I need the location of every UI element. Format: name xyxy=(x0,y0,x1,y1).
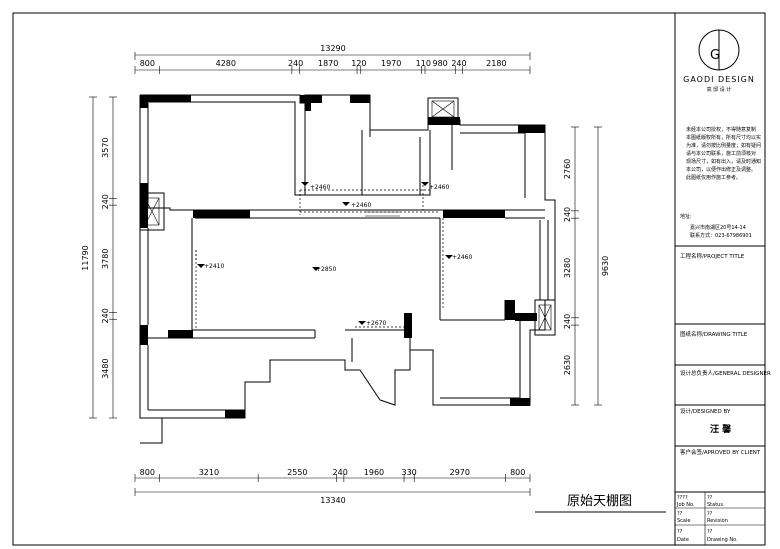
right-segment-dim: 3280 xyxy=(563,258,572,278)
right-dimensions: 2760 240 3280 240 2630 9630 xyxy=(563,126,610,406)
sheet-border xyxy=(12,12,766,546)
svg-text:Revision: Revision xyxy=(707,518,728,524)
left-total-dim: 11790 xyxy=(81,245,90,270)
left-segment-dim: 240 xyxy=(101,194,110,209)
drawing-title: 原始天棚图 xyxy=(567,494,632,509)
level-marker: +2410 xyxy=(197,263,224,270)
svg-text:??: ?? xyxy=(677,529,683,535)
left-segment-dim: 3480 xyxy=(101,358,110,378)
top-segment-dim: 1970 xyxy=(381,59,401,68)
top-segment-dim: 240 xyxy=(288,59,303,68)
address-label: 地址: xyxy=(680,213,692,220)
svg-text:为准，请勿按比例量度；如有疑问: 为准，请勿按比例量度；如有疑问 xyxy=(686,142,761,149)
footer-grid: ???? ?? Job No. Status. ?? ?? Scale Revi… xyxy=(676,495,738,543)
svg-text:此图纸仅用作施工参考。: 此图纸仅用作施工参考。 xyxy=(686,174,741,181)
title-block: G GAODI DESIGN 高 邸 设 计 未经本公司授权，不得随意复制 本图… xyxy=(674,13,771,545)
svg-text:本图纸版权所有，所有尺寸均以实: 本图纸版权所有，所有尺寸均以实 xyxy=(686,134,761,141)
left-segment-dim: 240 xyxy=(101,308,110,323)
svg-text:Status.: Status. xyxy=(707,502,725,508)
top-segment-dim: 2180 xyxy=(486,59,506,68)
top-segment-dim: 1870 xyxy=(318,59,338,68)
svg-text:??: ?? xyxy=(707,495,713,501)
top-segment-dim: 800 xyxy=(140,59,155,68)
top-segment-dim: 4280 xyxy=(216,59,236,68)
general-designer-label: 设计总负责人/GENERAL DESIGNER xyxy=(680,369,771,377)
bottom-segment-dim: 1960 xyxy=(364,468,384,477)
svg-text:??: ?? xyxy=(707,511,713,517)
air-shaft-right xyxy=(534,299,556,336)
top-total-dim: 13290 xyxy=(320,44,345,53)
right-segment-dim: 240 xyxy=(563,314,572,329)
svg-text:现场尺寸，如有出入，请及时通知: 现场尺寸，如有出入，请及时通知 xyxy=(686,158,761,165)
designer-name: 汪 馨 xyxy=(710,423,732,435)
bottom-segment-dim: 800 xyxy=(140,468,155,477)
svg-text:+2460: +2460 xyxy=(351,202,371,209)
right-segment-dim: 2630 xyxy=(563,355,572,375)
svg-text:????: ???? xyxy=(677,495,688,501)
logo-letter: G xyxy=(710,48,720,63)
floor-plan xyxy=(139,94,556,444)
bottom-dimensions: 800 3210 2550 240 1960 330 2970 800 13340 xyxy=(134,468,531,505)
bottom-segment-dim: 800 xyxy=(510,468,525,477)
svg-text:未经本公司授权，不得随意复制: 未经本公司授权，不得随意复制 xyxy=(686,126,756,133)
right-segment-dim: 2760 xyxy=(563,159,572,179)
level-marker: +2460 xyxy=(421,182,449,191)
left-segment-dim: 3570 xyxy=(101,137,110,157)
level-marker: +2460 xyxy=(301,182,330,191)
bottom-segment-dim: 330 xyxy=(401,468,416,477)
bottom-segment-dim: 2970 xyxy=(450,468,470,477)
bottom-total-dim: 13340 xyxy=(320,496,345,505)
svg-text:Drawing No.: Drawing No. xyxy=(707,537,738,543)
air-shaft-top xyxy=(427,97,459,121)
svg-text:??: ?? xyxy=(707,529,713,535)
brand-name: GAODI DESIGN xyxy=(683,75,755,84)
brand-name-cn: 高 邸 设 计 xyxy=(707,86,732,93)
top-segment-dim: 980 xyxy=(432,59,447,68)
svg-text:本公司，以便作出修正及调整。: 本公司，以便作出修正及调整。 xyxy=(686,166,756,173)
svg-text:+2850: +2850 xyxy=(316,266,336,273)
bottom-segment-dim: 2550 xyxy=(287,468,307,477)
air-shaft-left xyxy=(139,192,165,231)
svg-text:Scale: Scale xyxy=(677,518,690,524)
contact: 联系方式：023-67986901 xyxy=(690,232,752,239)
left-segment-dim: 3780 xyxy=(101,249,110,269)
approved-by-label: 客户会签/APROVED BY CLIENT xyxy=(680,448,761,456)
svg-text:+2460: +2460 xyxy=(429,184,449,191)
level-marker: +2460 xyxy=(445,254,472,261)
project-title-label: 工程名称/PROJECT TITLE xyxy=(680,252,745,260)
designed-by-label: 设计/DESIGNED BY xyxy=(680,407,731,415)
svg-text:请与本公司联系，施工前须核对: 请与本公司联系，施工前须核对 xyxy=(686,150,756,157)
top-segment-dim: 110 xyxy=(416,59,431,68)
level-marker: +2850 xyxy=(312,266,336,273)
svg-text:+2460: +2460 xyxy=(452,254,472,261)
svg-text:+2460: +2460 xyxy=(310,184,330,191)
drawing-title-block: 原始天棚图 xyxy=(535,494,666,513)
address: 嘉兴市南湖区20号14-14 xyxy=(690,224,746,231)
svg-text:Date: Date xyxy=(677,537,689,543)
svg-text:??: ?? xyxy=(677,511,683,517)
drawing-title-label: 图纸名称/DRAWING TITLE xyxy=(680,330,748,338)
right-segment-dim: 240 xyxy=(563,207,572,222)
right-total-dim: 9630 xyxy=(601,256,610,276)
level-marker: +2460 xyxy=(342,202,371,209)
level-marker: +2670 xyxy=(358,320,386,327)
svg-text:+2670: +2670 xyxy=(366,320,386,327)
notes: 未经本公司授权，不得随意复制 本图纸版权所有，所有尺寸均以实 为准，请勿按比例量… xyxy=(686,126,761,181)
svg-text:+2410: +2410 xyxy=(204,263,224,270)
top-segment-dim: 120 xyxy=(351,59,366,68)
svg-text:Job No.: Job No. xyxy=(676,502,695,508)
bottom-segment-dim: 3210 xyxy=(199,468,219,477)
left-dimensions: 11790 3570 240 3780 240 3480 xyxy=(81,96,117,419)
bottom-segment-dim: 240 xyxy=(333,468,348,477)
top-segment-dim: 240 xyxy=(451,59,466,68)
ceiling-level-markers: +2460 +2460 +2460 +2410 +2850 +2460 +267… xyxy=(197,182,472,327)
